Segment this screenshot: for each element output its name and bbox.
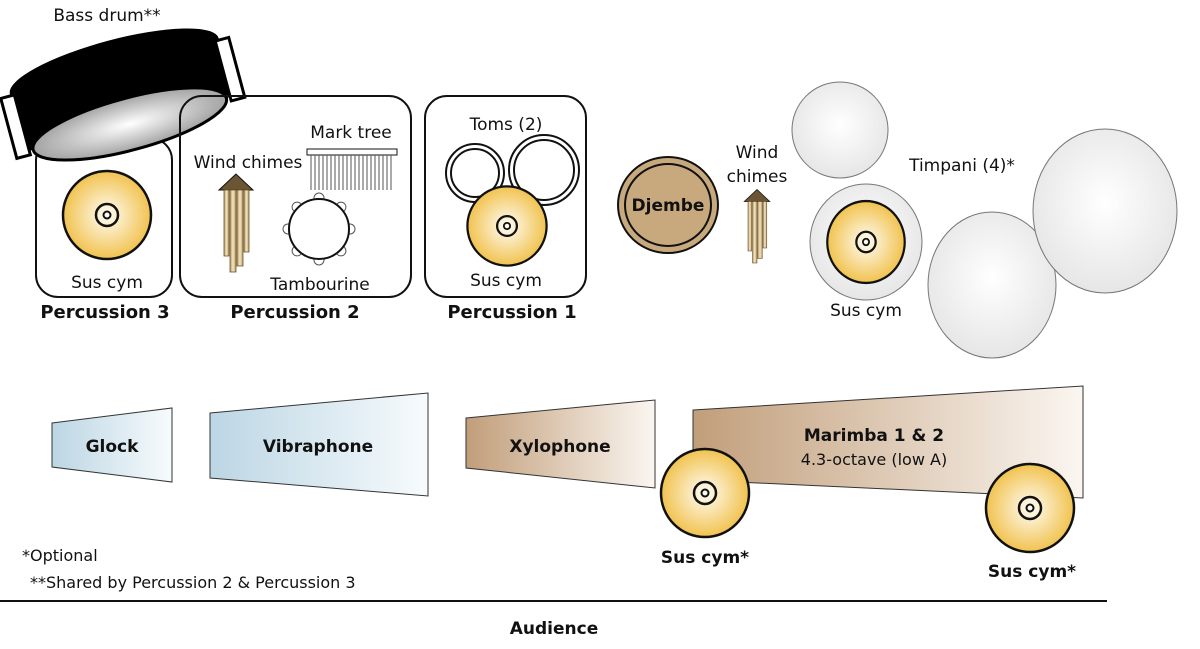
djembe-label: Djembe <box>632 196 705 216</box>
percussion2-area <box>179 95 412 298</box>
timpani-cymbal-label: Sus cym <box>830 301 902 321</box>
bass-drum-icon <box>0 28 247 162</box>
note-shared: **Shared by Percussion 2 & Percussion 3 <box>30 573 356 592</box>
glock-label: Glock <box>86 437 140 457</box>
xylophone-icon <box>465 399 656 489</box>
suspended-cymbal-icon <box>61 169 153 261</box>
toms-icon <box>445 134 580 206</box>
wind-chimes2-label-line2: chimes <box>727 167 788 187</box>
front-left-cymbal-label: Sus cym* <box>661 548 749 568</box>
percussion3-cymbal-label: Sus cym <box>71 273 143 293</box>
audience-label: Audience <box>510 619 599 639</box>
percussion1-area <box>424 95 587 298</box>
percussion3-title: Percussion 3 <box>40 302 169 323</box>
mark-tree-icon <box>306 148 398 190</box>
suspended-cymbal-icon <box>984 462 1076 554</box>
percussion1-title: Percussion 1 <box>447 302 576 323</box>
tambourine-label: Tambourine <box>269 275 369 295</box>
marimba-label: Marimba 1 & 2 <box>804 426 944 446</box>
vibraphone-label: Vibraphone <box>263 437 373 457</box>
wind-chimes-icon <box>743 189 771 264</box>
percussion2-title: Percussion 2 <box>230 302 359 323</box>
marimba-sublabel: 4.3-octave (low A) <box>801 450 947 469</box>
bass-drum-label: Bass drum** <box>53 6 160 26</box>
wind-chimes-icon <box>218 173 254 273</box>
wind-chimes-label: Wind chimes <box>194 153 303 173</box>
glock-icon <box>51 407 173 483</box>
suspended-cymbal-icon <box>466 185 548 267</box>
suspended-cymbal-icon <box>826 199 906 285</box>
tambourine-icon <box>282 192 356 266</box>
suspended-cymbal-icon <box>659 447 751 539</box>
percussion1-cymbal-label: Sus cym <box>470 271 542 291</box>
vibraphone-icon <box>209 392 429 497</box>
djembe-icon <box>617 156 719 254</box>
timpani-label: Timpani (4)* <box>908 156 1015 176</box>
xylophone-label: Xylophone <box>509 437 610 457</box>
wind-chimes2-label-line1: Wind <box>736 143 779 163</box>
note-optional: *Optional <box>22 546 98 565</box>
mark-tree-label: Mark tree <box>310 123 392 143</box>
toms-label: Toms (2) <box>469 115 543 135</box>
front-right-cymbal-label: Sus cym* <box>988 562 1076 582</box>
